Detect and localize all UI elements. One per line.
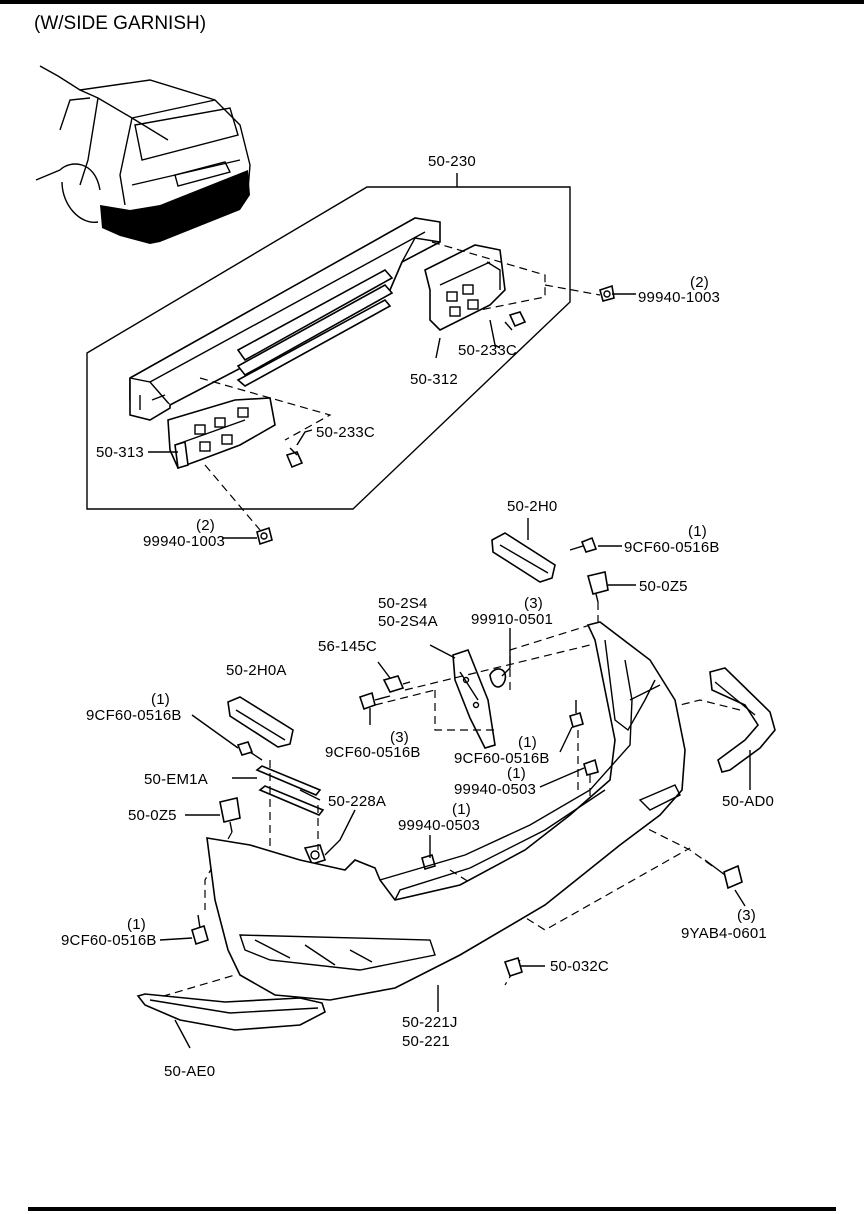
label-qty-9cf60-right: (1) [518,734,537,751]
leader-lines [148,293,751,1049]
label-50-ae0: 50-AE0 [164,1063,215,1080]
label-qty-99940-0503-right: (1) [507,765,526,782]
screw-9cf60-left [236,741,263,761]
label-9cf60-bottom: 9CF60-0516B [61,932,157,949]
reinforcement-assembly-box [86,186,571,510]
label-99910-0501: 99910-0501 [471,611,553,628]
label-50-ad0: 50-AD0 [722,793,774,810]
clip-99910-0501 [489,668,507,688]
label-50-em1a: 50-EM1A [144,771,208,788]
vehicle-thumbnail [35,65,251,244]
diagram-title: (W/SIDE GARNISH) [34,13,206,34]
bumper-fascia-50-221 [206,621,686,1001]
label-50-221: 50-221 [402,1033,450,1050]
bracket-50-2h0 [491,532,556,583]
label-50-221j: 50-221J [402,1014,458,1031]
label-9cf60-middle: 9CF60-0516B [325,744,421,761]
bolt-9yab4-0601 [704,859,743,890]
bracket-50-2h0a [227,696,294,748]
label-9cf60-left: 9CF60-0516B [86,707,182,724]
screw-9cf60-bottom-left [191,914,209,946]
clip-50-032c [503,956,523,978]
label-qty-99940-0503-middle: (1) [452,801,471,818]
label-9cf60-right: 9CF60-0516B [454,750,550,767]
strip-50-em1a [255,765,325,816]
label-qty-99940-1003-right: (2) [690,274,709,291]
label-56-145c: 56-145C [318,638,377,655]
bolt-50-233c-upper [504,311,527,331]
label-qty-9yab4-0601: (3) [737,907,756,924]
nut-99940-1003-left [256,526,273,546]
bracket-50-228a [303,844,327,865]
label-50-2s4: 50-2S4 [378,595,428,612]
label-50-0z5-right: 50-0Z5 [639,578,688,595]
label-50-2h0a: 50-2H0A [226,662,287,679]
label-50-2h0: 50-2H0 [507,498,557,515]
label-qty-9cf60-upper: (1) [688,523,707,540]
label-50-233c-lower: 50-233C [316,424,375,441]
label-9cf60-upper: 9CF60-0516B [624,539,720,556]
side-garnish-50-ad0 [709,667,776,773]
bolt-50-233c-lower [285,447,304,469]
bracket-50-2s4 [452,649,496,749]
screw-9cf60-middle [358,691,391,711]
right-bracket-50-312 [424,241,601,331]
label-50-0z5-left: 50-0Z5 [128,807,177,824]
label-qty-9cf60-middle: (3) [390,729,409,746]
clip-56-145c [382,675,411,693]
label-99940-1003-right: 99940-1003 [638,289,720,306]
label-9yab4-0601: 9YAB4-0601 [681,925,767,942]
label-qty-9cf60-left: (1) [151,691,170,708]
label-50-233c-upper: 50-233C [458,342,517,359]
nut-99940-1003-right [599,284,615,302]
label-qty-99910-0501: (3) [524,595,543,612]
clip-50-0z5-right [587,571,609,603]
clip-50-0z5-left [219,797,241,833]
left-bracket-50-313 [167,377,332,531]
part-labels: 50-230 (2) 99940-1003 50-233C 50-312 50-… [61,153,774,1080]
screw-9cf60-right-lower [569,700,584,729]
bumper-reinforcement-beam [129,217,441,421]
nut-99940-0503-right [583,758,599,776]
label-99940-0503-right: 99940-0503 [454,781,536,798]
label-99940-0503-middle: 99940-0503 [398,817,480,834]
label-qty-9cf60-bottom: (1) [127,916,146,933]
screw-9cf60-upper [569,536,598,553]
side-garnish-50-ae0 [136,993,326,1031]
label-50-313: 50-313 [96,444,144,461]
label-qty-99940-1003-left: (2) [196,517,215,534]
label-50-230: 50-230 [428,153,476,170]
label-50-312: 50-312 [410,371,458,388]
label-50-032c: 50-032C [550,958,609,975]
label-50-2s4a: 50-2S4A [378,613,438,630]
label-99940-1003-left: 99940-1003 [143,533,225,550]
label-50-228a: 50-228A [328,793,386,810]
